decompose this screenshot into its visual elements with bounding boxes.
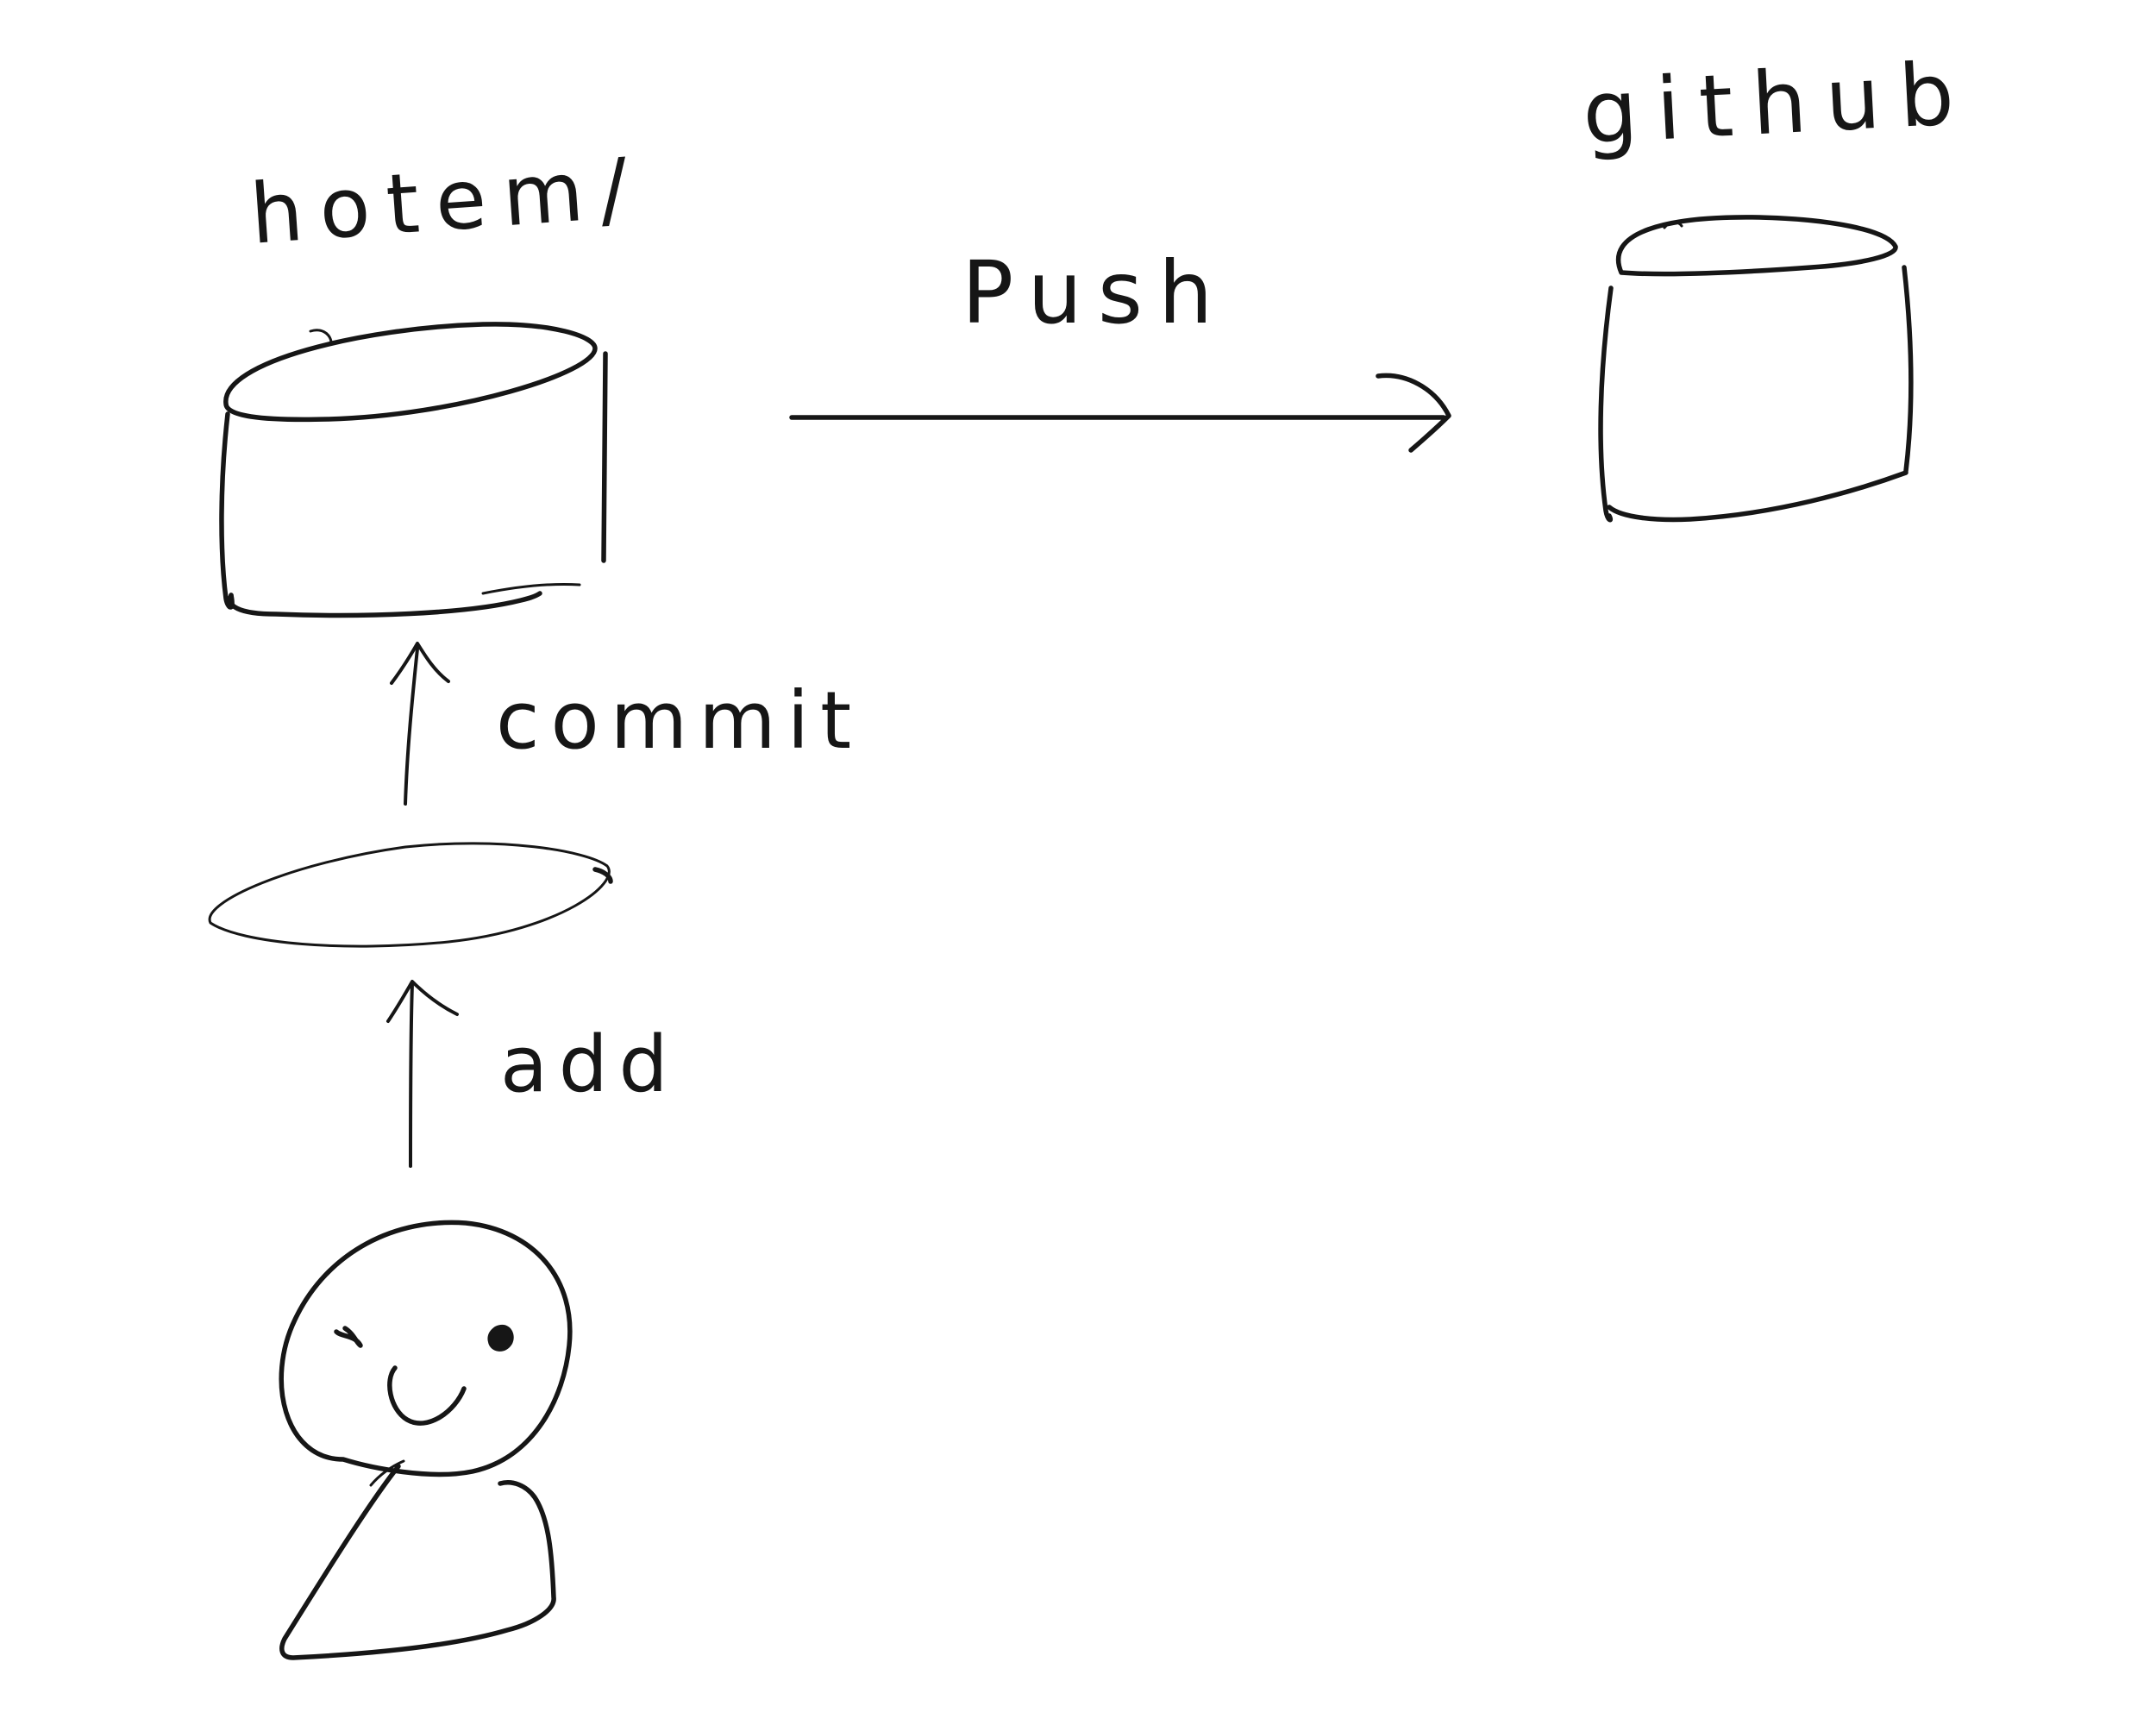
add-arrow <box>386 980 459 1168</box>
local-repo-cylinder <box>219 322 608 618</box>
commit-arrow <box>390 642 450 806</box>
staging-area-ellipse <box>208 842 613 948</box>
push-label: Push <box>962 242 1229 343</box>
remote-repo-cylinder <box>1598 215 1914 523</box>
person-figure <box>279 1220 573 1660</box>
remote-repo-label: github <box>1580 42 1976 164</box>
add-label: add <box>500 1019 680 1110</box>
commit-label: commit <box>496 674 863 767</box>
local-repo-label: hotem/ <box>247 139 648 263</box>
push-arrow <box>789 373 1451 453</box>
